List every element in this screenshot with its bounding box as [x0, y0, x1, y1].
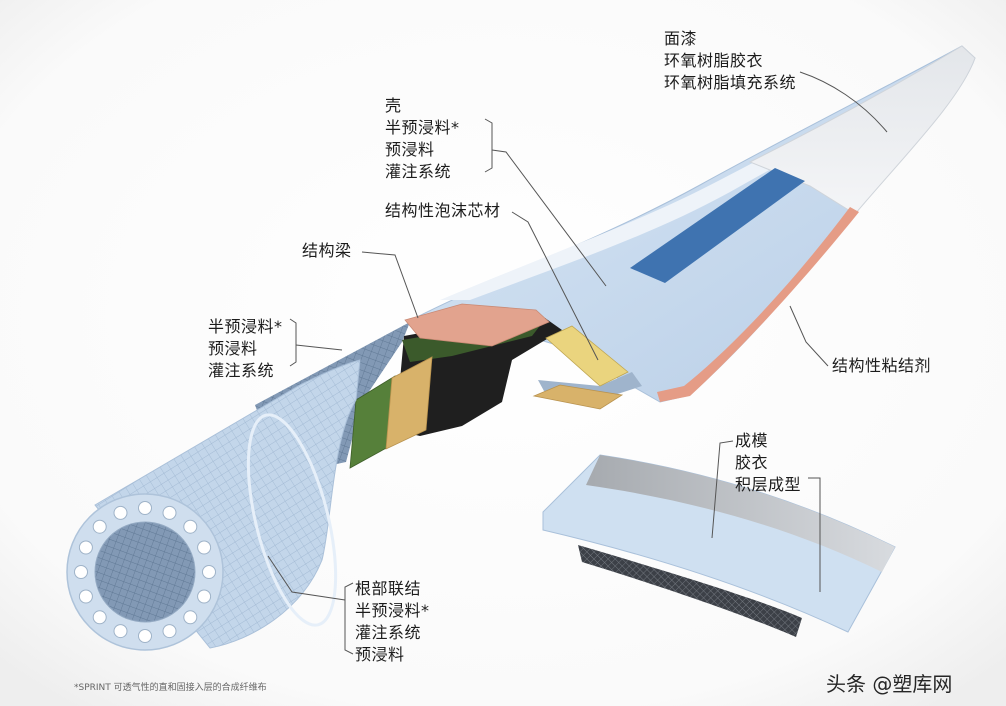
root-hole	[74, 565, 88, 579]
label-root-group: 根部联结 半预浸料* 灌注系统 预浸料	[355, 578, 430, 666]
label-shell-prepreg: 预浸料	[385, 140, 435, 159]
root-ring-holes	[74, 501, 216, 643]
label-root-infusion: 灌注系统	[355, 623, 422, 642]
label-spar: 结构梁	[302, 241, 352, 260]
leader-layup	[808, 477, 821, 592]
leader-root	[267, 555, 346, 601]
spar-cap	[404, 303, 550, 347]
root-hole	[78, 589, 93, 604]
footnote: *SPRINT 可透气性的直和固接入层的合成纤维布	[74, 683, 267, 693]
label-adhesive: 结构性粘结剂	[832, 356, 932, 375]
leader-shell-bracket	[484, 118, 493, 173]
label-shell: 壳	[385, 96, 402, 115]
root-hole	[183, 610, 198, 625]
label-foam-core: 结构性泡沫芯材	[385, 201, 501, 220]
root-hole	[162, 624, 177, 639]
label-epoxy-filler: 环氧树脂填充系统	[664, 73, 797, 92]
label-topcoat-group: 面漆 环氧树脂胶衣 环氧树脂填充系统	[664, 28, 796, 94]
label-root-prepreg: 预浸料	[355, 645, 405, 664]
tan-strip-left	[385, 356, 433, 450]
label-left-group: 半预浸料* 预浸料 灌注系统	[208, 316, 283, 382]
leader-mould	[711, 440, 734, 539]
root-hole	[78, 540, 93, 555]
leader-foam-core	[511, 211, 599, 361]
label-shell-group: 壳 半预浸料* 预浸料 灌注系统	[385, 95, 460, 183]
label-epoxy-gelcoat: 环氧树脂胶衣	[664, 51, 764, 70]
label-left-prepreg: 预浸料	[208, 339, 258, 358]
label-topcoat: 面漆	[664, 29, 698, 48]
label-mould: 成模	[735, 431, 769, 450]
label-left-semipreg: 半预浸料*	[208, 317, 283, 336]
adhesive-strip	[657, 207, 859, 402]
laminate-sample-gelcoat	[586, 455, 895, 572]
root-hole	[162, 505, 177, 520]
foam-core-block	[545, 325, 629, 387]
label-shell-semipreg: 半预浸料*	[385, 118, 460, 137]
leader-spar	[361, 251, 419, 319]
root-hole	[138, 501, 152, 515]
label-root-joint: 根部联结	[355, 579, 422, 598]
label-left-infusion: 灌注系统	[208, 361, 275, 380]
label-shell-infusion: 灌注系统	[385, 162, 452, 181]
tan-strip-lower	[532, 384, 624, 410]
root-hole	[113, 624, 128, 639]
root-hole	[113, 505, 128, 520]
root-hole	[197, 540, 212, 555]
label-layup: 积层成型	[735, 475, 802, 494]
label-root-semipreg: 半预浸料*	[355, 601, 430, 620]
label-gelcoat: 胶衣	[735, 453, 769, 472]
root-tube-edge	[246, 413, 338, 627]
root-hole	[138, 629, 152, 643]
leader-left	[295, 344, 343, 351]
leader-adhesive	[789, 305, 829, 367]
blue-stripe	[630, 168, 805, 283]
root-hole	[197, 589, 212, 604]
root-hole	[202, 565, 216, 579]
label-mould-group: 成模 胶衣 积层成型	[735, 430, 801, 496]
blade-tip-topcoat	[748, 45, 976, 215]
watermark: 头条 @塑库网	[826, 672, 953, 696]
root-hole	[92, 519, 107, 534]
root-ring-inner	[94, 521, 196, 623]
leader-root-bracket	[344, 582, 354, 655]
leader-topcoat	[799, 71, 888, 133]
root-hole	[92, 610, 107, 625]
root-hole	[183, 519, 198, 534]
laminate-sample-mesh	[578, 545, 802, 637]
leader-shell	[491, 149, 607, 287]
leader-left-bracket	[289, 318, 297, 367]
leader-lines	[267, 71, 888, 655]
